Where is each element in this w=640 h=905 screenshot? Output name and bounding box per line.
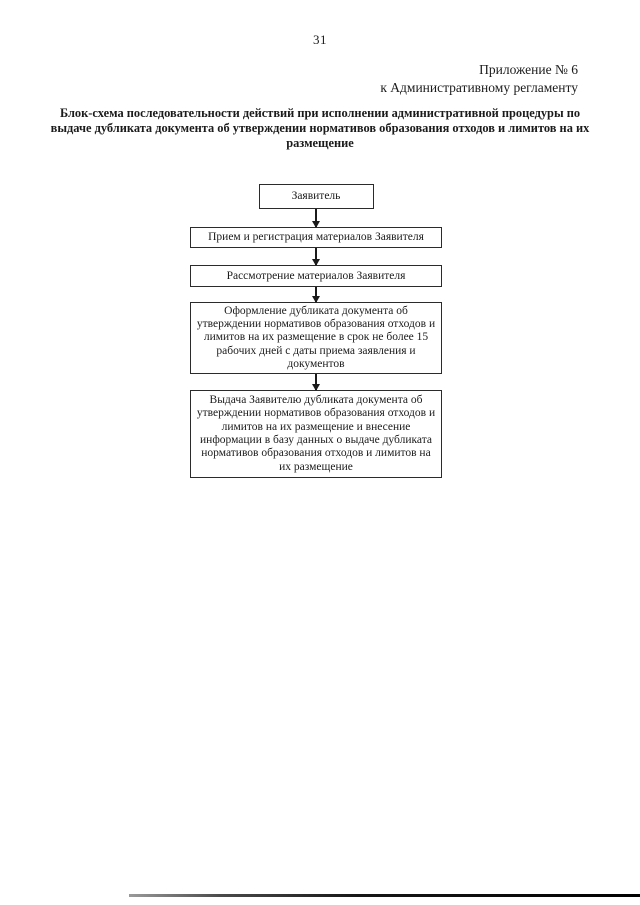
flow-node-duplicate-preparation: Оформление дубликата документа об утверж… xyxy=(190,302,442,375)
flow-node-reception-registration: Прием и регистрация материалов Заявителя xyxy=(190,227,442,248)
document-title: Блок-схема последовательности действий п… xyxy=(50,106,590,150)
flow-node-review: Рассмотрение материалов Заявителя xyxy=(190,265,442,287)
flowchart: Заявитель Прием и регистрация материалов… xyxy=(190,184,442,479)
flow-node-applicant: Заявитель xyxy=(258,184,374,209)
page-number: 31 xyxy=(313,32,327,47)
appendix-header: Приложение № 6 к Административному регла… xyxy=(380,61,578,97)
arrow-down-icon xyxy=(315,374,317,391)
arrow-down-icon xyxy=(315,248,317,265)
appendix-line-regulation: к Административному регламенту xyxy=(380,80,578,95)
bottom-divider xyxy=(129,894,640,897)
arrow-down-icon xyxy=(315,209,317,227)
flow-node-duplicate-issue: Выдача Заявителю дубликата документа об … xyxy=(190,390,442,479)
arrow-down-icon xyxy=(315,287,317,302)
appendix-line-number: Приложение № 6 xyxy=(479,62,578,77)
